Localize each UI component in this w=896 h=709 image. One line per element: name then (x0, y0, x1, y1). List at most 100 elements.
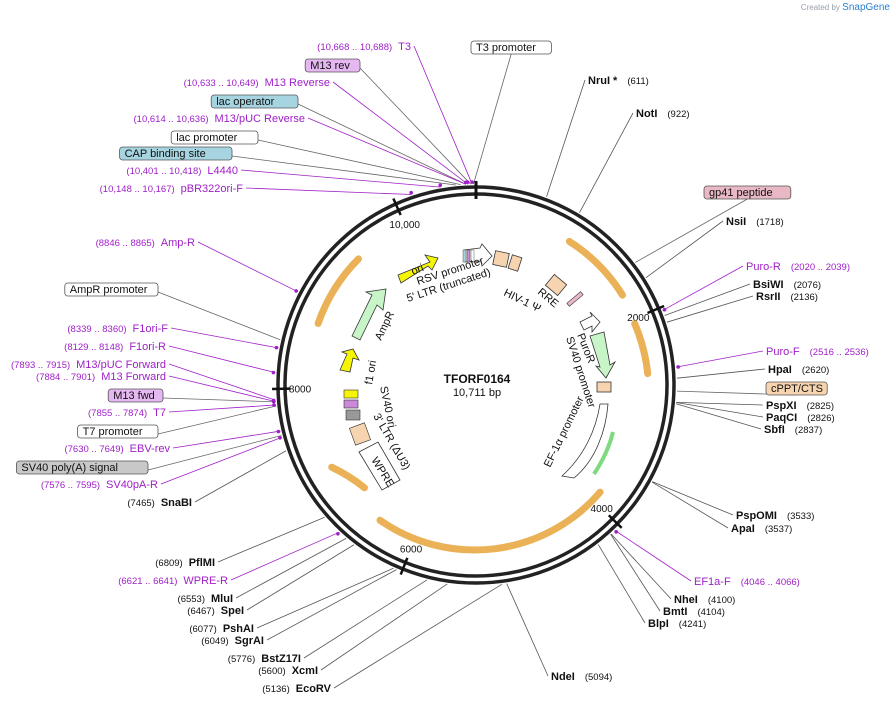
leader-line (245, 187, 412, 195)
puro-f-primer-label: Puro-F(2516 .. 2536) (766, 346, 869, 358)
leader-line (157, 291, 281, 341)
l4440-primer-pos: (10,401 .. 10,418) (126, 166, 201, 177)
nsii-site[interactable]: NsiI(1718) (726, 216, 784, 228)
sbfi-site[interactable]: SbfI(2837) (764, 424, 822, 436)
t3-primer[interactable]: (10,668 .. 10,688)T3 (317, 41, 411, 53)
leader-line (256, 567, 394, 629)
puro-f-primer[interactable]: Puro-F(2516 .. 2536) (766, 346, 869, 358)
puro-r-primer[interactable]: Puro-R(2020 .. 2039) (746, 261, 850, 273)
leader-line (676, 368, 766, 379)
ndei-site[interactable]: NdeI(5094) (551, 671, 612, 683)
gp41-peptide[interactable]: gp41 peptide (703, 185, 792, 200)
ecorv-site[interactable]: (5136)EcoRV (262, 683, 331, 695)
mlui-site-label: (6553)MluI (178, 593, 233, 605)
gp41-peptide-box (703, 185, 792, 200)
m13-rev[interactable]: M13 rev (304, 58, 361, 73)
paqci-site[interactable]: PaqCI(2826) (766, 412, 835, 424)
l4440-primer[interactable]: (10,401 .. 10,418)L4440 (126, 165, 238, 177)
m13-fwd[interactable]: M13 fwd (107, 388, 164, 403)
site-marker (470, 180, 474, 184)
rre-feature (544, 273, 568, 297)
nsii-site-label: NsiI(1718) (726, 216, 784, 228)
sgrai-site-label: (6049)SgrAI (201, 635, 264, 647)
rsrii-site[interactable]: RsrII(2136) (756, 291, 818, 303)
sv40pa-r-primer-label: (7576 .. 7595)SV40pA-R (41, 479, 158, 491)
ef1a-f-primer[interactable]: EF1a-F(4046 .. 4066) (694, 576, 800, 588)
t7-promoter[interactable]: T7 promoter (77, 424, 159, 439)
m13-puc-reverse-primer-text: M13/pUC Reverse (215, 113, 305, 125)
m13-rev-box (304, 58, 361, 73)
leader-line (246, 544, 355, 611)
leader-line (333, 583, 503, 689)
nrui-site[interactable]: NruI *(611) (588, 75, 649, 87)
wpre-r-primer[interactable]: (6621 .. 6641)WPRE-R (118, 575, 228, 587)
sgrai-site[interactable]: (6049)SgrAI (201, 635, 264, 647)
spei-site[interactable]: (6467)SpeI (187, 605, 244, 617)
t7-primer[interactable]: (7855 .. 7874)T7 (88, 407, 166, 419)
wpre-r-primer-label: (6621 .. 6641)WPRE-R (118, 575, 228, 587)
pspomi-site[interactable]: PspOMI(3533) (736, 510, 814, 522)
leader-lines (147, 45, 797, 689)
blpi-site[interactable]: BlpI(4241) (648, 618, 706, 630)
bmti-site[interactable]: BmtI(4104) (663, 606, 725, 618)
pshai-site[interactable]: (6077)PshAI (189, 623, 254, 635)
t7-promoter-box (77, 424, 159, 439)
m13-forward-primer-label: (7884 .. 7901)M13 Forward (36, 371, 166, 383)
leader-line (230, 531, 340, 581)
bsiwi-site[interactable]: BsiWI(2076) (753, 279, 821, 291)
nhei-site[interactable]: NheI(4100) (674, 594, 735, 606)
leader-line (160, 436, 283, 485)
snabi-site[interactable]: (7465)SnaBI (127, 497, 192, 509)
sv40pa-r-primer[interactable]: (7576 .. 7595)SV40pA-R (41, 479, 158, 491)
cppt-cts[interactable]: cPPT/CTS (765, 381, 828, 396)
amp-r-primer[interactable]: (8846 .. 8865)Amp-R (96, 237, 195, 249)
m13-puc-reverse-primer[interactable]: (10,614 .. 10,636)M13/pUC Reverse (134, 113, 305, 125)
t7-primer-label: (7855 .. 7874)T7 (88, 407, 166, 419)
m13-puc-forward-primer[interactable]: (7893 .. 7915)M13/pUC Forward (11, 359, 166, 371)
m13-reverse-primer[interactable]: (10,633 .. 10,649)M13 Reverse (184, 77, 330, 89)
sgrai-site-text: SgrAI (235, 635, 264, 647)
t3-promoter-box (470, 40, 552, 55)
spei-site-pos: (6467) (187, 606, 214, 617)
site-marker (438, 183, 443, 187)
f1ori-r-primer[interactable]: (8129 .. 8148)F1ori-R (64, 341, 166, 353)
pspxi-site[interactable]: PspXI(2825) (766, 400, 834, 412)
ampr-promoter[interactable]: AmpR promoter (64, 282, 159, 297)
lac-promoter[interactable]: lac promoter (170, 130, 259, 145)
pbr322ori-f-primer[interactable]: (10,148 .. 10,167)pBR322ori-F (100, 183, 244, 195)
noti-site[interactable]: NotI(922) (636, 108, 690, 120)
bstz17i-site[interactable]: (5776)BstZ17I (228, 653, 301, 665)
blpi-site-text: BlpI (648, 618, 669, 630)
f1ori-r-primer-pos: (8129 .. 8148) (64, 342, 123, 353)
leader-line (257, 139, 461, 185)
cap-binding-site[interactable]: CAP binding site (119, 146, 233, 161)
tick-10000 (392, 197, 402, 216)
xcmi-site[interactable]: (5600)XcmI (258, 665, 318, 677)
t3-promoter[interactable]: T3 promoter (470, 40, 552, 55)
f1ori-f-primer[interactable]: (8339 .. 8360)F1ori-F (67, 323, 168, 335)
snabi-site-label: (7465)SnaBI (127, 497, 192, 509)
leader-line (359, 67, 471, 185)
apai-site[interactable]: ApaI(3537) (731, 523, 792, 535)
rre-outline-arrow (579, 311, 601, 334)
leader-line (320, 583, 448, 671)
sv40-polya-signal[interactable]: SV40 poly(A) signal (15, 460, 149, 475)
mlui-site[interactable]: (6553)MluI (178, 593, 233, 605)
lac-operator[interactable]: lac operator (210, 94, 299, 109)
nrui-site-pos: (611) (627, 76, 648, 87)
leader-line (579, 112, 634, 213)
leader-line (614, 530, 692, 582)
gp41-peptide-label: gp41 peptide (709, 187, 773, 199)
gp41-feature (566, 291, 584, 307)
pbr322ori-f-primer-text: pBR322ori-F (181, 183, 244, 195)
leader-line (662, 265, 744, 311)
pflmi-site[interactable]: (6809)PflMI (155, 557, 215, 569)
pshai-site-label: (6077)PshAI (189, 623, 254, 635)
leader-line (676, 402, 764, 418)
ecorv-site-pos: (5136) (262, 684, 289, 695)
m13-forward-primer[interactable]: (7884 .. 7901)M13 Forward (36, 371, 166, 383)
hpai-site[interactable]: HpaI(2620) (768, 364, 829, 376)
ebv-rev-primer[interactable]: (7630 .. 7649)EBV-rev (64, 443, 170, 455)
leader-line (546, 79, 586, 197)
